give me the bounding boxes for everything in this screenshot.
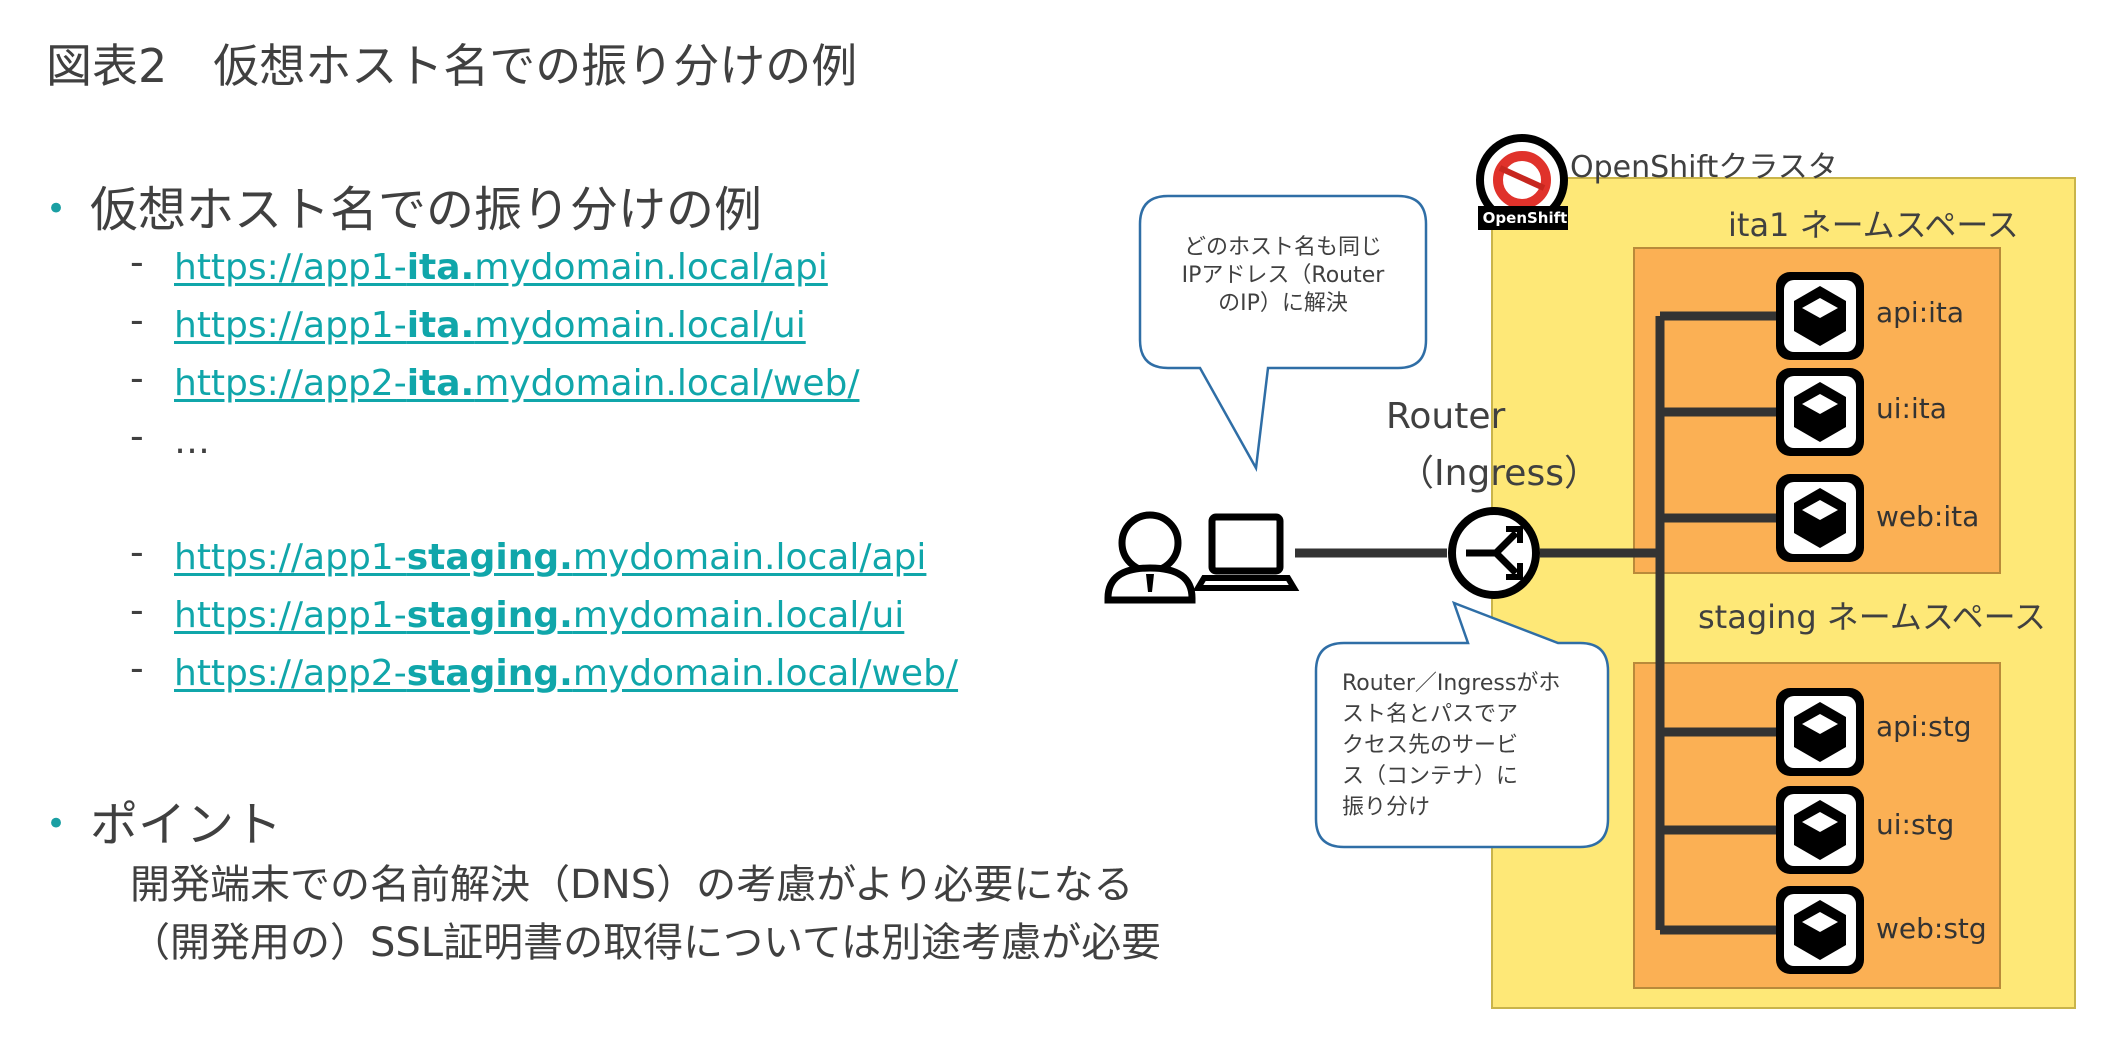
dash: - [130,414,144,458]
url-item-2: -https://app1-ita.mydomain.local/ui [130,298,806,346]
url-item-1: -https://app1-ita.mydomain.local/api [130,240,828,288]
service-label-ui-ita: ui:ita [1876,392,1947,425]
bullet-text: ポイント [90,797,283,853]
url-item-3: -https://app2-ita.mydomain.local/web/ [130,356,859,404]
router-icon [1448,507,1540,599]
url-item-4: -https://app1-staging.mydomain.local/api [130,530,926,578]
router-label: Router [1386,396,1506,437]
bullet-heading-points: • ポイント [46,785,282,855]
url-link[interactable]: https://app2-ita.mydomain.local/web/ [174,363,860,404]
service-icon-api-stg [1776,688,1864,776]
dash: - [130,240,144,284]
url-link[interactable]: https://app1-ita.mydomain.local/api [174,247,828,288]
namespace-label-staging: staging ネームスペース [1698,598,2046,636]
bubble-bottom-text: Router／Ingressがホ スト名とパスでア クセス先のサービ ス（コンテ… [1342,671,1561,820]
bullet-dot: • [46,804,67,844]
dash: - [130,588,144,632]
slide-title: 図表2 仮想ホスト名での振り分けの例 [46,39,858,93]
bubble-top-text: どのホスト名も同じ IPアドレス（Router のIP）に解決 [1181,235,1385,316]
service-label-api-stg: api:stg [1876,710,1972,743]
bullet-heading-examples: • 仮想ホスト名での振り分けの例 [46,170,762,240]
bullet-dot: • [46,189,67,229]
user-icon [1104,511,1196,604]
speech-bubble-bottom [1314,600,1610,849]
service-label-web-ita: web:ita [1876,500,1980,533]
cluster-label: OpenShiftクラスタ [1570,150,1838,185]
service-icon-web-stg [1776,886,1864,974]
dash: - [130,530,144,574]
openshift-logo-text: OpenShift [1482,209,1568,227]
dash: - [130,298,144,342]
openshift-logo-icon [1476,134,1568,230]
point-line-1: 開発端末での名前解決（DNS）の考慮がより必要になる [130,862,1134,908]
url-link[interactable]: https://app1-ita.mydomain.local/ui [174,305,806,346]
laptop-icon [1192,513,1300,591]
namespace-label-ita: ita1 ネームスペース [1728,206,2019,244]
dash: - [130,356,144,400]
service-label-ui-stg: ui:stg [1876,808,1955,841]
dash: - [130,646,144,690]
url-link[interactable]: https://app2-staging.mydomain.local/web/ [174,653,959,694]
url-item-5: -https://app1-staging.mydomain.local/ui [130,588,904,636]
service-icon-web-ita [1776,474,1864,562]
service-label-api-ita: api:ita [1876,296,1965,329]
service-label-web-stg: web:stg [1876,912,1987,945]
url-link[interactable]: https://app1-staging.mydomain.local/ui [174,595,905,636]
url-link[interactable]: https://app1-staging.mydomain.local/api [174,537,927,578]
service-icon-ui-ita [1776,368,1864,456]
ingress-label: （Ingress） [1398,453,1600,494]
service-icon-ui-stg [1776,786,1864,874]
service-icon-api-ita [1776,272,1864,360]
point-line-2: （開発用の）SSL証明書の取得については別途考慮が必要 [130,920,1162,966]
ellipsis-item: -… [130,414,210,462]
url-item-6: -https://app2-staging.mydomain.local/web… [130,646,958,694]
bullet-text: 仮想ホスト名での振り分けの例 [90,182,763,238]
ellipsis-text: … [174,421,210,462]
speech-bubble-top [1138,194,1428,472]
